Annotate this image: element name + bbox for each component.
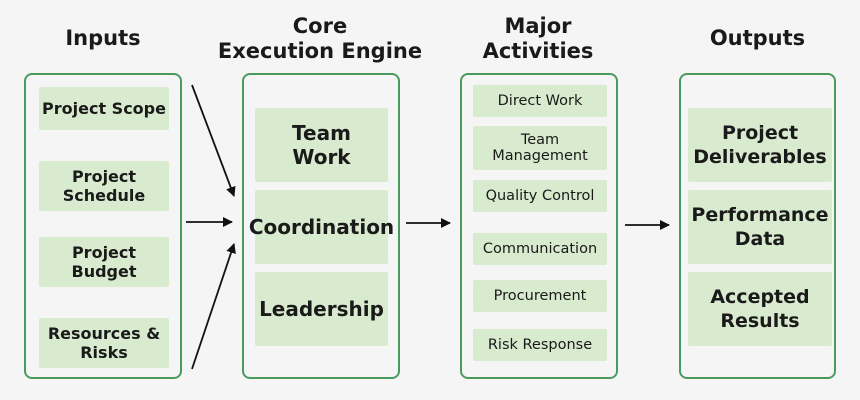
activities-title: Major Activities: [482, 14, 594, 63]
core-coordination: Coordination: [249, 190, 394, 264]
input-resources-risks: Resources & Risks: [39, 318, 169, 368]
input-project-schedule: Project Schedule: [39, 161, 169, 211]
core-title: Core Execution Engine: [217, 14, 423, 63]
outputs-panel: Project Deliverables Performance Data Ac…: [679, 73, 836, 379]
activity-procurement: Procurement: [473, 280, 607, 312]
output-project-deliverables: Project Deliverables: [688, 108, 832, 182]
outputs-title: Outputs: [709, 26, 806, 50]
inputs-panel: Project Scope Project Schedule Project B…: [24, 73, 182, 379]
input-project-scope: Project Scope: [39, 87, 169, 130]
output-accepted-results: Accepted Results: [688, 272, 832, 346]
core-team-work: Team Work: [255, 108, 388, 182]
activity-direct-work: Direct Work: [473, 85, 607, 117]
activity-risk-response: Risk Response: [473, 329, 607, 361]
output-performance-data: Performance Data: [688, 190, 832, 264]
arrow-lower-input: [191, 243, 236, 370]
arrow-upper-input: [191, 84, 236, 197]
core-panel: Team Work Coordination Leadership: [242, 73, 400, 379]
activity-quality-control: Quality Control: [473, 180, 607, 212]
input-project-budget: Project Budget: [39, 237, 169, 287]
activity-team-management: Team Management: [473, 126, 607, 170]
core-leadership: Leadership: [255, 272, 388, 346]
inputs-title: Inputs: [65, 26, 141, 50]
activities-panel: Direct Work Team Management Quality Cont…: [460, 73, 618, 379]
activity-communication: Communication: [473, 233, 607, 265]
